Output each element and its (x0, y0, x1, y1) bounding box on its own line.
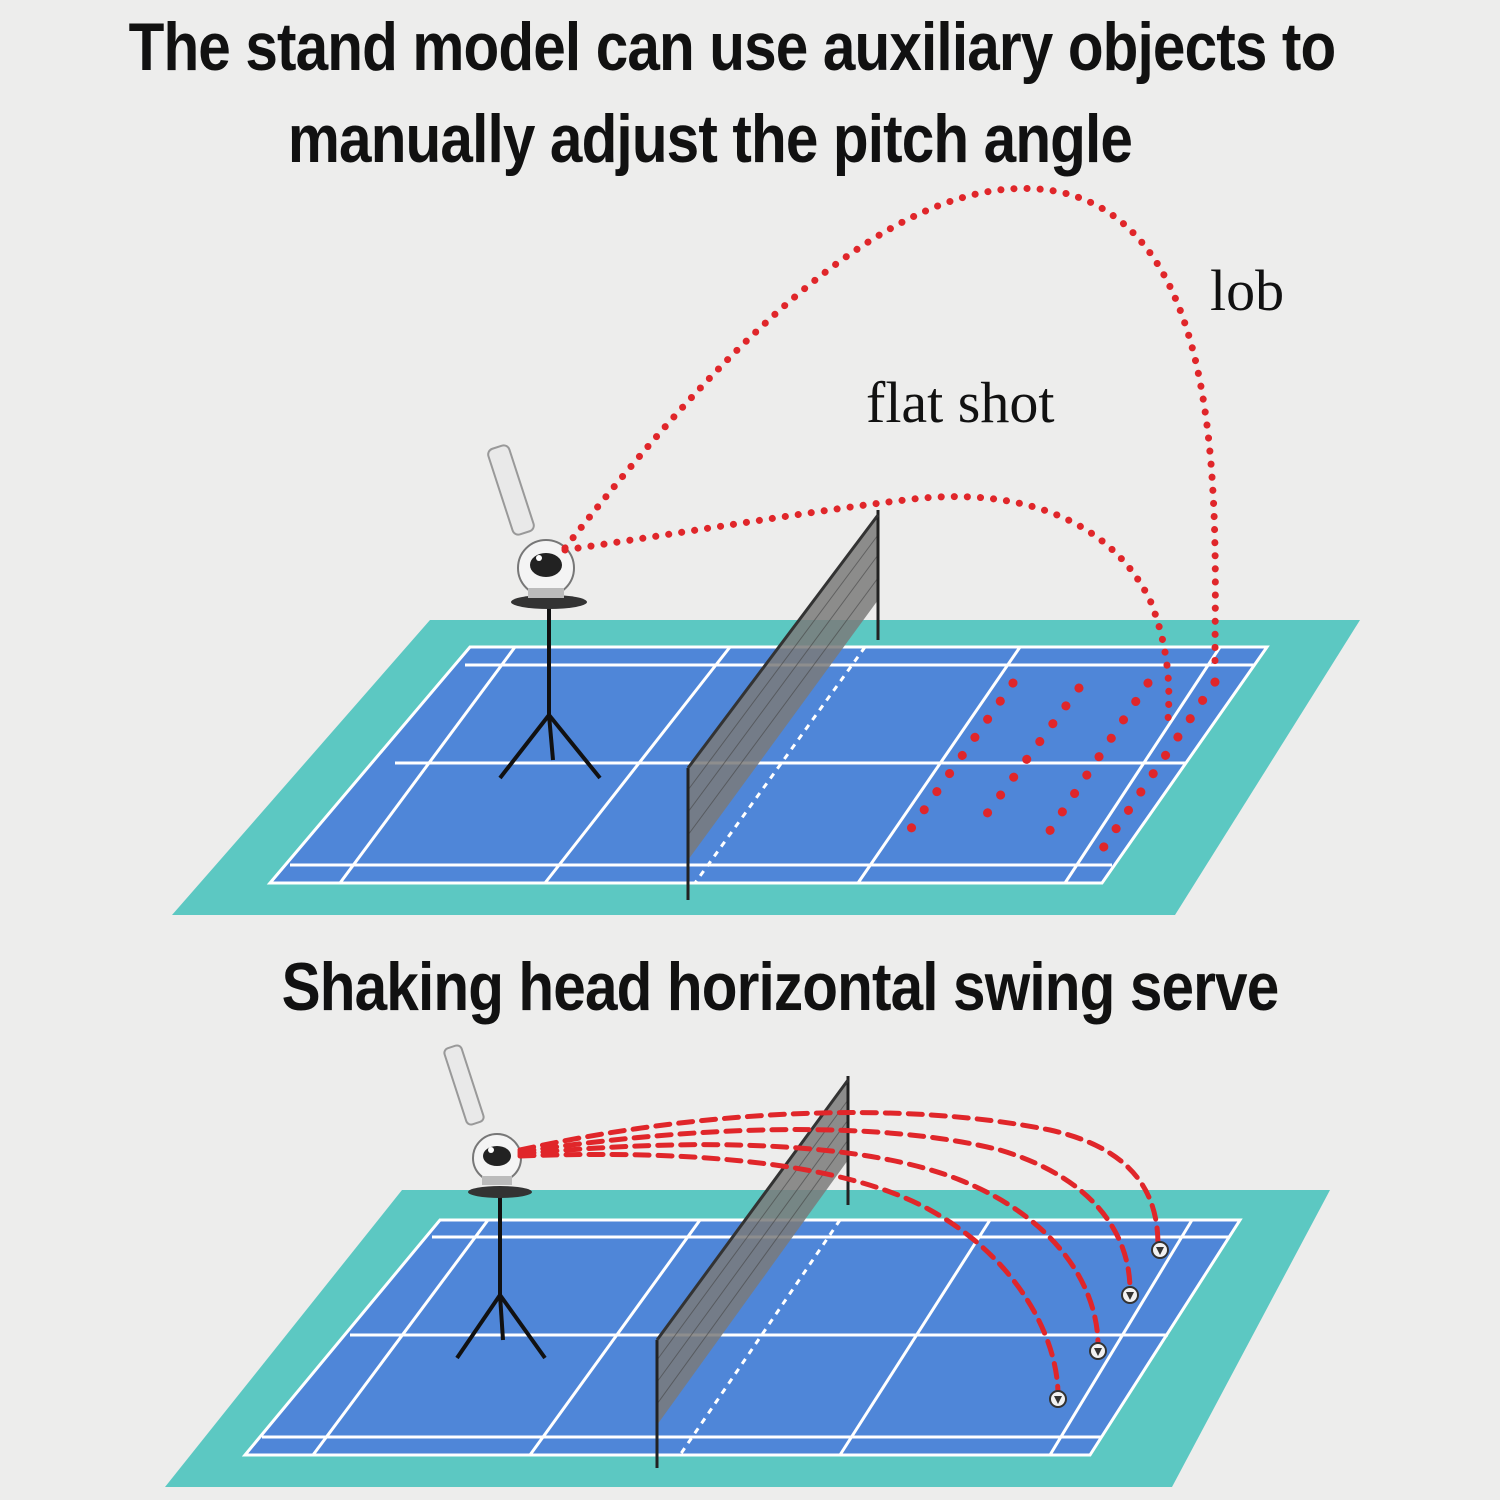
swing-trajectory-4 (517, 1151, 1061, 1398)
bottom-machine-stand (443, 1044, 547, 1360)
tripod-stand-icon (498, 605, 602, 780)
bottom-court (165, 1190, 1330, 1487)
top-trajectories (561, 184, 1220, 862)
bottom-diagram-title: Shaking head horizontal swing serve (281, 949, 1280, 1025)
shuttlecock-launcher-machine-icon (443, 1044, 522, 1185)
flat-shot-label: flat shot (866, 370, 1054, 435)
shuttlecock-launcher-machine-icon (487, 444, 575, 598)
bottom-court-surface (245, 1220, 1240, 1455)
shuttlecock-icon (1151, 1241, 1169, 1259)
tripod-stand-icon (455, 1195, 547, 1360)
swing-trajectory-2 (517, 1127, 1133, 1293)
lob-label: lob (1210, 258, 1284, 323)
title-line-1: The stand model can use auxiliary object… (128, 9, 1337, 85)
shuttlecock-landings (1049, 1241, 1169, 1408)
top-court-surface (270, 647, 1267, 883)
stand-tray (511, 595, 587, 609)
bottom-trajectories (517, 1110, 1161, 1398)
landing-streaks (905, 677, 1220, 862)
shuttlecock-icon (1121, 1286, 1139, 1304)
title-line-2: manually adjust the pitch angle (287, 101, 1133, 177)
swing-trajectory-1 (517, 1110, 1161, 1248)
top-court (172, 620, 1360, 915)
swing-trajectory-3 (517, 1142, 1101, 1348)
shuttlecock-icon (1089, 1342, 1107, 1360)
bottom-net (655, 1076, 850, 1468)
top-net (686, 510, 880, 900)
top-court-lines (266, 645, 1270, 885)
shuttlecock-icon (1049, 1390, 1067, 1408)
stand-tray (468, 1186, 532, 1198)
bottom-court-lines (241, 1218, 1243, 1457)
top-machine-stand (487, 444, 602, 780)
